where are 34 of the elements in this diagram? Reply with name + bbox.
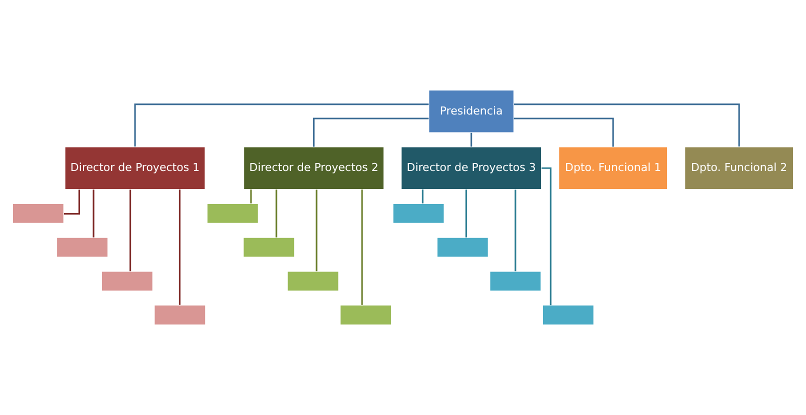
node-box: Dpto. Funcional 1 bbox=[558, 146, 668, 190]
node-box bbox=[287, 270, 339, 292]
node-box: Director de Proyectos 3 bbox=[400, 146, 542, 190]
connector bbox=[470, 132, 472, 147]
node-box bbox=[206, 203, 259, 224]
node-box bbox=[436, 237, 489, 258]
connector bbox=[514, 104, 740, 147]
connector bbox=[313, 118, 429, 147]
connector bbox=[361, 189, 363, 305]
node-box bbox=[154, 304, 206, 326]
node-box bbox=[542, 304, 594, 326]
node-box bbox=[56, 237, 108, 258]
connector bbox=[276, 190, 278, 238]
node-box: Director de Proyectos 2 bbox=[243, 146, 384, 190]
node-box bbox=[12, 203, 64, 224]
connector bbox=[134, 104, 429, 147]
connector bbox=[178, 189, 180, 305]
connector bbox=[422, 189, 424, 204]
connector bbox=[465, 190, 467, 238]
connector bbox=[316, 190, 318, 272]
connector bbox=[92, 190, 94, 238]
connector bbox=[514, 118, 614, 147]
connector bbox=[542, 167, 552, 306]
node-box bbox=[242, 237, 295, 258]
connector bbox=[250, 189, 252, 204]
node-box: Dpto. Funcional 2 bbox=[684, 146, 794, 190]
node-box bbox=[489, 270, 542, 292]
node-box: Presidencia bbox=[428, 90, 514, 134]
node-box bbox=[101, 270, 154, 292]
node-box bbox=[340, 304, 392, 326]
node-box bbox=[392, 203, 445, 224]
connector bbox=[130, 190, 132, 272]
connector bbox=[514, 190, 516, 272]
node-box: Director de Proyectos 1 bbox=[64, 146, 206, 190]
